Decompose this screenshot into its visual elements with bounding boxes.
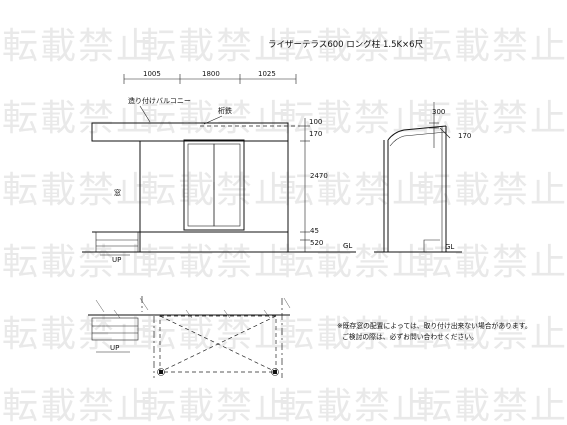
column-post	[273, 370, 277, 374]
hatch-mark	[283, 297, 291, 309]
note-line-2: ご検討の際は、必ずお問い合わせください。	[342, 332, 478, 341]
window-side-label: 窓	[114, 188, 121, 197]
side-elevation: 300 170 GL	[374, 102, 471, 253]
watermark-text: 転載禁止	[278, 98, 430, 139]
window-frame	[183, 139, 245, 231]
plan-view: UP	[88, 296, 291, 378]
hatch-mark	[95, 299, 105, 313]
up-label-front: UP	[112, 256, 121, 264]
side-roof-inner	[389, 131, 447, 147]
watermark-text: 転載禁止	[278, 314, 430, 355]
watermark-text: 転載禁止	[278, 26, 430, 67]
dim-v-beam: 170	[309, 130, 322, 138]
hatch-mark	[223, 309, 231, 319]
watermark-text: 転載禁止	[2, 26, 154, 67]
side-bracket	[439, 127, 451, 139]
watermark-text: 転載禁止	[2, 242, 154, 283]
watermark-text: 転載禁止	[416, 98, 567, 139]
hatch-mark	[113, 309, 121, 319]
beam-label: 桁鉄	[218, 106, 232, 115]
balcony-label: 造り付けバルコニー	[128, 96, 191, 105]
front-elevation: 1005 1800 1025 造り付けバルコニー 桁鉄 窓 UP GL	[82, 70, 356, 264]
terrace-outline	[159, 315, 277, 373]
watermark-text: 転載禁止	[416, 386, 567, 425]
watermark-text: 転載禁止	[2, 314, 154, 355]
watermark-text: 転載禁止	[2, 98, 154, 139]
watermark-text: 転載禁止	[416, 242, 567, 283]
watermark-text: 転載禁止	[416, 170, 567, 211]
note-line-1: ※既存窓の配置によっては、取り付け出来ない場合があります。	[337, 321, 532, 330]
dim-v-base: 520	[310, 239, 323, 247]
watermark-text: 転載禁止	[2, 170, 154, 211]
gl-label-side: GL	[445, 243, 454, 251]
up-label-plan: UP	[110, 344, 119, 352]
drawing-title: ライザーテラス600 ロング柱 1.5K×6尺	[268, 39, 424, 50]
watermark-text: 転載禁止	[278, 170, 430, 211]
watermark-text: 転載禁止	[278, 386, 430, 425]
watermark-text: 転載禁止	[2, 386, 154, 425]
dim-v-top: 100	[309, 118, 322, 126]
dim-v-height: 2470	[310, 172, 328, 180]
terrace-diagonal	[159, 315, 277, 373]
hatch-mark	[139, 297, 149, 311]
watermark-layer: 転載禁止 転載禁止 転載禁止 転載禁止 転載禁止 転載禁止 転載禁止 転載禁止 …	[2, 26, 567, 425]
watermark-text: 転載禁止	[140, 386, 292, 425]
dim-top-right: 1025	[258, 70, 276, 78]
gl-label-front: GL	[343, 242, 352, 250]
watermark-text: 転載禁止	[140, 242, 292, 283]
column-post	[159, 370, 163, 374]
dim-top-left: 1005	[143, 70, 161, 78]
plan-step	[91, 317, 139, 341]
watermark-text: 転載禁止	[278, 242, 430, 283]
leader-line	[139, 105, 151, 123]
hatch-mark	[263, 309, 271, 319]
dim-v-lower: 45	[310, 227, 319, 235]
watermark-text: 転載禁止	[140, 26, 292, 67]
column-post-outline	[157, 368, 165, 376]
watermark-text: 転載禁止	[416, 314, 567, 355]
column-post-outline	[271, 368, 279, 376]
dim-side-beam: 170	[458, 132, 471, 140]
watermark-text: 転載禁止	[140, 314, 292, 355]
watermark-text: 転載禁止	[140, 98, 292, 139]
hatch-mark	[185, 309, 193, 319]
watermark-text: 転載禁止	[416, 26, 567, 67]
watermark-text: 転載禁止	[140, 170, 292, 211]
dim-top-mid: 1800	[202, 70, 220, 78]
side-roof	[387, 125, 447, 141]
dim-side-top: 300	[432, 108, 445, 116]
side-step	[423, 239, 440, 252]
